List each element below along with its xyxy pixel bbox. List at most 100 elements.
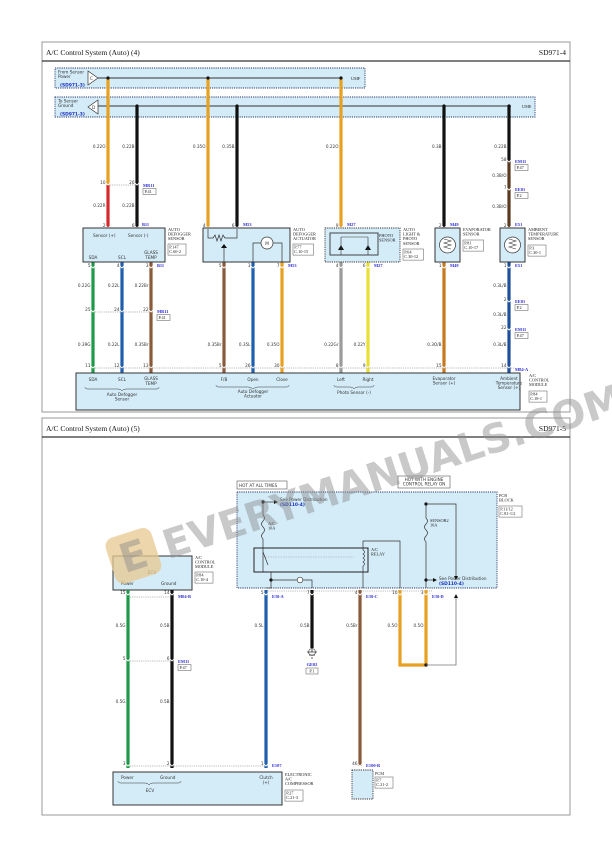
component-name: BLOCK [499,498,514,503]
relay-label: RELAY [371,552,385,557]
component-name: AMBIENT [528,227,548,232]
page-ref-box [527,244,547,257]
pin-chevron-icon [506,265,512,269]
pin-chevron-icon [221,365,227,369]
thermistor-zigzag [507,238,518,250]
fuse-label: A/C [268,521,275,526]
module-group-label: Sensor (+) [433,381,456,386]
pin-number: 20 [129,180,135,185]
pin-chevron-icon [338,365,344,369]
wire-gauge: 0.5B [160,699,170,704]
pin-chevron-icon [506,327,512,331]
connector-id: M04-B [178,594,191,599]
wire-gauge: 0.22B [122,144,134,149]
connector-page-box [514,332,529,339]
pin-number: 7 [307,590,310,595]
wire-gauge: 0.22Gr [324,342,339,347]
photo-sensor-inner [329,232,379,256]
bus-label: Power [58,74,71,79]
pin-chevron-icon [90,309,96,313]
pin-number: 4 [117,263,120,268]
module-pin-label: F/B [221,377,228,382]
component-name: CONTROL [195,560,216,565]
ground-bus-box [54,96,536,118]
connector-page: P.47 [517,165,525,170]
pin-chevron-icon [250,365,256,369]
ground-page-box [305,667,319,675]
bus-label: Ground [58,103,74,108]
bus-arrow-icon [87,70,99,86]
page-ref: P.84 [196,572,204,577]
page-ref-box [167,243,187,256]
bus-connector: UMF [351,76,361,81]
connector-page: P.2 [517,193,522,198]
module-group-label: Ambient [500,376,518,381]
pin-number: 2 [167,761,170,766]
page-ref-box [194,571,214,584]
junction-dot [206,76,210,80]
brace [117,780,182,786]
pin-number: 15 [120,590,126,595]
wire-gauge: 0.22R [93,203,105,208]
connector-page-box [177,664,192,671]
component-name: SENSOR [168,236,185,241]
hot-label-box [236,480,288,490]
pin-number: 9 [363,363,366,368]
wire-gauge: 0.35Br [135,342,149,347]
auto-defogger-sensor [82,227,166,263]
component-name: AUTO [168,227,180,232]
bus-label: To Sensor [57,99,78,104]
wire-gauge: 0.35O [267,342,280,347]
module-group-label: Auto Defogger [107,392,138,397]
pin-number: 10 [392,590,398,595]
hot-at-all-times: HOT AT ALL TIMES [239,483,278,488]
pin-number: 9 [336,223,339,228]
thermistor-icon [504,236,521,254]
ecv-label: ECV [146,788,155,793]
wire-gauge: 0.5G [116,623,126,628]
wiper-arrow-icon [221,244,227,248]
connector-id: M27 [374,263,383,268]
pin-label: SDA [89,255,98,260]
bus-pin: C [90,76,93,81]
pin-number: 5 [219,263,222,268]
component-name: CONTROL [529,378,550,383]
connector-page: P.47 [180,665,188,670]
fuse-label: SENSOR2 [430,518,449,523]
photo-sensor-label: SENSOR [379,238,396,243]
pin-number: 8 [336,363,339,368]
pin-number: 46 [352,761,358,766]
section-code: SD971-4 [539,48,566,57]
pin-number: 7 [504,185,507,190]
ground-icon [307,648,317,659]
wire-gauge: 0.35L [239,342,251,347]
component-name: ACTUATOR [293,236,316,241]
pin-number: 25 [85,307,91,312]
connector-id: MR11 [157,309,168,314]
connector-id: B11 [142,222,149,227]
connector-id: M53 [243,222,252,227]
pin-number: 3 [146,263,149,268]
module-group-label: Sensor [115,397,130,402]
wire-gauge: 0.5G [116,699,126,704]
wire-gauge: 0.22Br [135,283,149,288]
connector-id: M49 [450,263,459,268]
connector-id: EM11 [515,327,526,332]
wire-gauge: 0.5O [414,623,425,628]
pin-number: 1 [504,263,507,268]
connector-page: P.41 [159,315,166,320]
component-name: ELECTRONIC [285,772,312,777]
wire-gauge: 0.22L [108,283,120,288]
module-group-label: Evaporator [432,376,455,381]
connector-id: E51 [515,263,522,268]
pin-number: 1 [439,263,442,268]
pin-chevron-icon [119,265,125,269]
pin-number: 7 [277,263,280,268]
page-ref: C.18-1 [530,396,542,401]
pcm [351,769,374,800]
ac-control-module [75,372,521,411]
pin-chevron-icon [357,763,363,767]
pin-chevron-icon [357,592,363,596]
component-name: PCM [375,771,384,776]
pin-label: Power [121,581,134,586]
